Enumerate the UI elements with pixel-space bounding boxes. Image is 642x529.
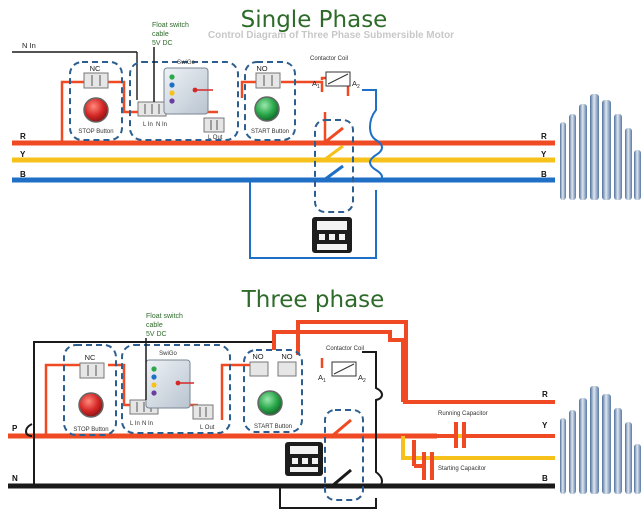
float-note-1-bottom: Float switch [146,313,183,320]
b-label-right: B [541,170,547,179]
starting-capacitor [412,440,434,480]
swigo-box-bottom [121,344,231,434]
no-contact-bottom-2 [277,361,297,377]
stop-button-top [83,97,109,123]
nc-contact-top [83,72,109,89]
float-note-2-top: cable [152,31,169,38]
running-cap-label: Running Capacitor [438,411,488,417]
nc-stop-box-bottom [63,344,117,436]
switch-b-top [323,164,344,182]
r-label-bottom: R [542,390,548,399]
a2-label-bottom: A2 [358,373,366,384]
single-phase-title: Single Phase [241,7,388,33]
a1-label-bottom: A1 [318,373,326,384]
swigo-name-bottom: SwiGo [159,351,177,357]
no-start-box-top [244,61,296,141]
nc-label-bottom: NC [85,353,96,362]
n-label: N [12,474,18,483]
start-button-bottom [257,390,283,416]
l-in-label-bottom: L In [130,421,140,427]
n-in-term-label-bottom: N In [142,421,153,427]
nc-contact-bottom [79,362,105,379]
stop-button-bottom [78,392,104,418]
terminal-block-out-top [203,117,225,133]
r-label-right: R [541,132,547,141]
switch-y-top [323,144,344,162]
nc-label-top: NC [90,64,101,73]
no-label-bottom-1: NO [252,352,263,361]
n-in-term-label-top: N In [156,122,167,128]
submersible-pump-top [560,94,641,200]
no-contact-bottom-1 [249,361,269,377]
contactor-device-top [312,217,352,253]
start-label-bottom: START Button [254,424,292,430]
no-label-top: NO [256,64,267,73]
b-label-bottom: B [542,474,548,483]
a2-label-top: A2 [352,79,360,90]
b-return-wire [279,486,377,509]
n-in-label: N In [22,41,36,50]
switch-n [331,468,352,488]
three-phase-diagram: Three phase P N R Y B Running Capacitor … [8,287,641,509]
single-phase-diagram: Single Phase Control Diagram of Three Ph… [12,7,641,259]
y-label-right: Y [541,150,547,159]
terminal-block-out-bottom [192,404,214,420]
n-control-wire [33,341,272,486]
y-label-bottom: Y [542,421,548,430]
b-label-left: B [20,170,26,179]
stop-label-bottom: STOP Button [73,427,108,433]
starting-cap-label: Starting Capacitor [438,466,486,472]
switch-p [331,418,352,438]
l-out-label-bottom: L Out [200,425,215,431]
faded-heading: Control Diagram of Three Phase Submersib… [208,30,454,41]
contactor-device-bottom [285,442,323,476]
switch-r-top [323,126,344,145]
float-note-2-bottom: cable [146,322,163,329]
swigo-name-top: SwiGo [177,60,195,66]
no-contact-top [255,72,281,89]
no-label-bottom-2: NO [281,352,292,361]
float-note-3-bottom: 5V DC [146,331,167,338]
l-in-label-top: L In [143,122,153,128]
coil-label-top: Contactor Coil [310,56,348,62]
start-label-top: START Button [251,129,289,135]
float-note-3-top: 5V DC [152,40,173,47]
running-capacitor [422,422,555,448]
start-button-top [254,96,280,122]
nc-stop-box-top [69,61,123,141]
coil-label-bottom: Contactor Coil [326,346,364,352]
blue-return-wire-top [249,180,377,259]
p-label: P [12,424,18,433]
submersible-pump-bottom [560,386,641,494]
swigo-device-top [163,67,209,115]
no-start-box-bottom [243,349,303,433]
r-label-left: R [20,132,26,141]
a1-label-top: A1 [312,79,320,90]
y-label-left: Y [20,150,26,159]
three-phase-title: Three phase [241,287,385,313]
l-out-label-top: L Out [208,135,223,141]
float-note-1-top: Float switch [152,22,189,29]
stop-label-top: STOP Button [78,129,113,135]
swigo-box-top [129,61,239,141]
contactor-switch-box-top [314,119,354,213]
